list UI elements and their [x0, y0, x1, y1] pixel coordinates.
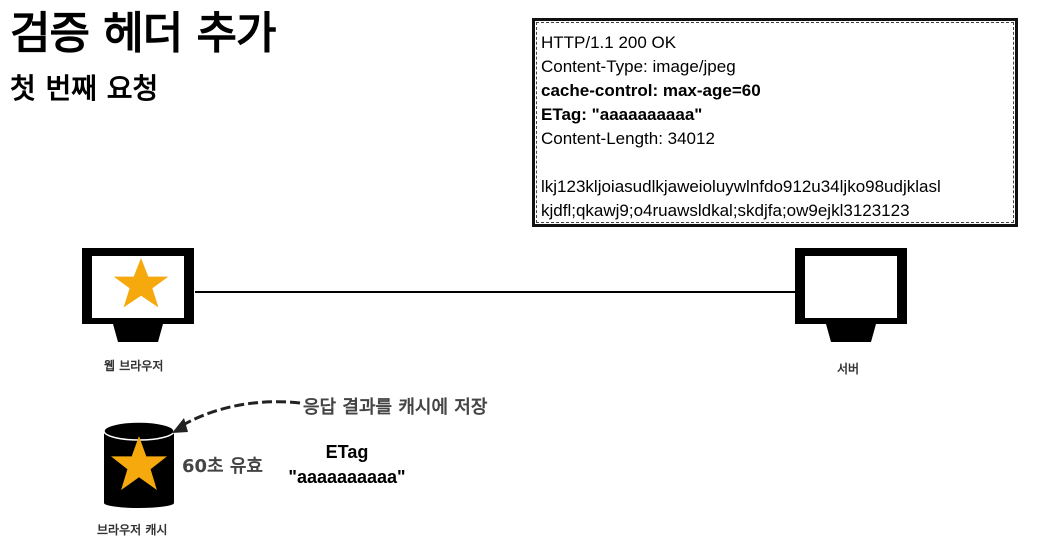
monitor-with-star-icon — [82, 248, 194, 342]
response-body-line-1: lkj123kljoiasudlkjaweioluywlnfdo912u34lj… — [541, 177, 941, 196]
response-line-content-type: Content-Type: image/jpeg — [541, 57, 736, 76]
cache-label: 브라우저 캐시 — [97, 523, 168, 537]
server-label: 서버 — [837, 362, 860, 376]
store-arrow — [172, 400, 301, 433]
client-label: 웹 브라우저 — [104, 359, 164, 373]
response-line-etag: ETag: "aaaaaaaaaa" — [541, 105, 703, 124]
response-body-line-2: kjdfl;qkawj9;o4ruawsldkal;skdjfa;ow9ejkl… — [541, 201, 910, 220]
page-title: 검증 헤더 추가 — [10, 8, 277, 59]
validity-label: 60초 유효 — [182, 456, 263, 477]
response-line-status: HTTP/1.1 200 OK — [541, 33, 677, 52]
star-icon — [111, 436, 167, 490]
cached-etag-title: ETag — [325, 442, 369, 462]
database-with-star-icon — [103, 421, 175, 508]
http-response-box: HTTP/1.1 200 OK Content-Type: image/jpeg… — [532, 18, 1018, 227]
star-icon — [113, 258, 169, 308]
response-line-content-length: Content-Length: 34012 — [541, 129, 715, 148]
page-subtitle: 첫 번째 요청 — [10, 72, 159, 105]
cached-etag-block: ETag "aaaaaaaaaa" — [272, 440, 422, 490]
cache-store-annotation: 응답 결과를 캐시에 저장 — [303, 397, 488, 418]
cached-etag-value: "aaaaaaaaaa" — [288, 467, 406, 487]
response-line-cache-control: cache-control: max-age=60 — [541, 81, 761, 100]
monitor-icon — [795, 248, 907, 342]
